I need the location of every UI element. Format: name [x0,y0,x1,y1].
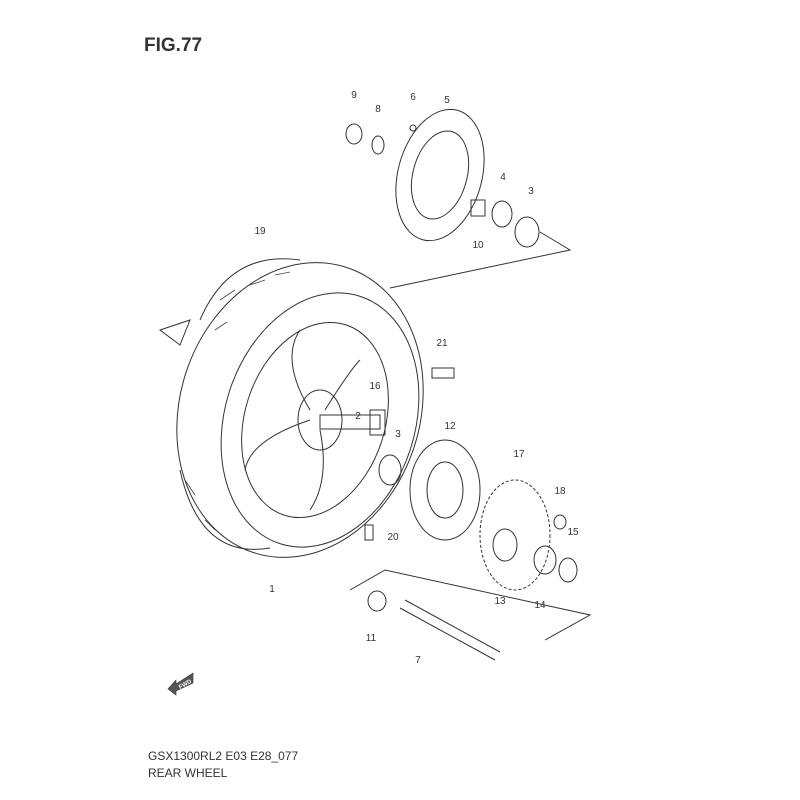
brake-disc [395,108,485,242]
callout-7: 7 [415,655,421,666]
callout-5: 5 [444,95,450,106]
callout-4: 4 [500,172,506,183]
callout-10: 10 [472,240,484,251]
callout-1: 1 [269,584,275,595]
figure-title: FIG.77 [144,35,203,56]
callout-15: 15 [567,527,579,538]
callout-9: 9 [351,90,357,101]
callout-14: 14 [534,600,546,611]
section-title: REAR WHEEL [148,766,228,780]
callout-20: 20 [387,532,399,543]
callout-6: 6 [410,92,416,103]
callout-3b: 3 [395,429,401,440]
callout-13: 13 [494,596,506,607]
model-code: GSX1300RL2 E03 E28_077 [148,749,299,763]
tire [158,258,424,558]
callout-8: 8 [375,104,381,115]
callout-3a: 3 [528,186,534,197]
small-parts [345,123,592,661]
callout-19: 19 [254,226,266,237]
callout-18: 18 [554,486,566,497]
wheel-rim [241,321,389,519]
callout-11: 11 [366,633,377,644]
callout-16: 16 [369,381,381,392]
callout-12: 12 [444,421,456,432]
front-arrow-icon: FWD [167,672,193,696]
callout-labels: 1 2 3 3 4 5 6 7 8 9 10 11 12 13 14 15 16… [254,90,579,666]
callout-17: 17 [513,449,525,460]
callout-21: 21 [436,338,448,349]
callout-2: 2 [355,411,361,422]
